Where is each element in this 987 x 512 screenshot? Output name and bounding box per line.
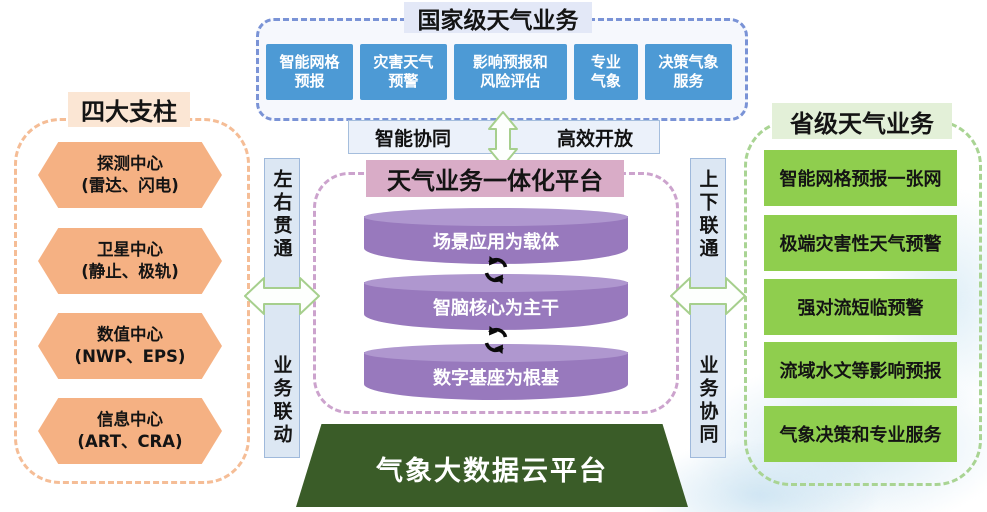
left-connector-bar: 左右贯通 业务联动 [264,158,300,458]
right-connector-top-label: 上下联通 [696,169,719,261]
platform-section-title: 天气业务一体化平台 [366,160,624,197]
top-connector-right-label: 高效开放 [556,127,633,150]
cloud-platform-label: 气象大数据云平台 [376,456,608,487]
cloud-platform-trapezoid: 气象大数据云平台 [296,424,688,507]
national-item: 决策气象 服务 [645,44,732,100]
cylinder-top [364,344,628,362]
platform-layer-cylinder: 场景应用为载体 [364,208,628,264]
platform-layer-cylinder: 智脑核心为主干 [364,274,628,330]
pillar-item: 探测中心 (雷达、闪电) [38,142,222,208]
provincial-item: 流域水文等影响预报 [764,342,957,398]
provincial-section-title: 省级天气业务 [772,103,952,139]
national-items-row: 智能网格 预报 灾害天气 预警 影响预报和 风险评估 专业 气象 决策气象 服务 [266,44,732,100]
national-item: 智能网格 预报 [266,44,353,100]
provincial-item: 强对流短临预警 [764,279,957,335]
platform-layer-label: 智脑核心为主干 [433,298,559,319]
right-connector-bottom-label: 业务协同 [696,355,719,447]
horizontal-double-arrow-icon [670,277,746,315]
platform-layer-cylinder: 数字基座为根基 [364,344,628,400]
provincial-item: 智能网格预报一张网 [764,150,957,206]
left-connector-top-label: 左右贯通 [270,169,293,261]
cylinder-top [364,208,628,226]
national-section-title: 国家级天气业务 [404,2,592,34]
platform-layer-label: 数字基座为根基 [433,368,559,389]
top-connector-left-label: 智能协同 [375,127,452,150]
sync-arrows-icon [484,256,508,284]
national-item: 影响预报和 风险评估 [453,44,567,100]
provincial-item: 极端灾害性天气预警 [764,215,957,271]
cylinder-top [364,274,628,292]
pillars-section-title: 四大支柱 [68,92,190,127]
left-connector-bottom-label: 业务联动 [270,355,293,447]
horizontal-double-arrow-icon [244,277,320,315]
sync-arrows-icon [484,326,508,354]
pillar-item: 数值中心 (NWP、EPS) [38,313,222,379]
provincial-item: 气象决策和专业服务 [764,406,957,462]
pillar-item: 信息中心 (ART、CRA) [38,398,222,464]
national-item: 灾害天气 预警 [359,44,447,100]
platform-layer-label: 场景应用为载体 [433,232,559,253]
pillar-item: 卫星中心 (静止、极轨) [38,228,222,294]
national-item: 专业 气象 [573,44,639,100]
